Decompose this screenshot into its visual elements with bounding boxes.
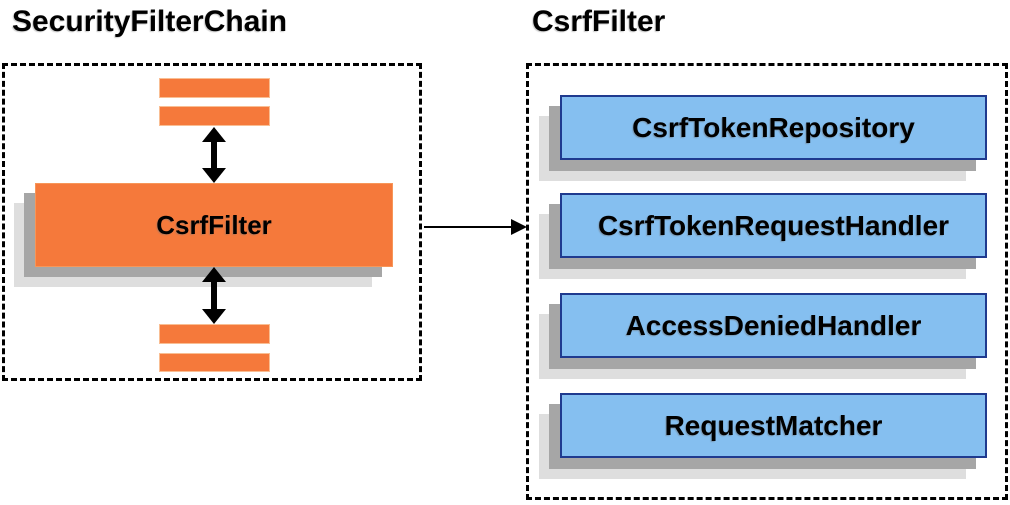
flow-arrow-icon [424, 219, 527, 236]
bidirectional-arrow-icon [202, 267, 226, 324]
arrow-head [202, 309, 226, 324]
component-box-access-denied-handler: AccessDeniedHandler [560, 293, 987, 358]
arrow-head [202, 168, 226, 183]
component-box-request-matcher: RequestMatcher [560, 393, 987, 458]
filter-placeholder-bar [159, 106, 270, 126]
arrow-shaft [211, 279, 217, 312]
csrf-filter-box-label: CsrfFilter [156, 209, 272, 240]
csrf-filter-container [526, 63, 1008, 500]
filter-placeholder-bar [159, 324, 270, 344]
component-label: AccessDeniedHandler [625, 309, 922, 341]
csrf-filter-title: CsrfFilter [532, 5, 666, 38]
component-label: CsrfTokenRepository [632, 111, 915, 143]
component-box-csrf-token-repository: CsrfTokenRepository [560, 95, 987, 160]
security-filter-chain-title: SecurityFilterChain [12, 5, 288, 38]
bidirectional-arrow-icon [202, 127, 226, 183]
filter-placeholder-bar [159, 78, 270, 98]
security-filter-chain-container [2, 63, 422, 381]
arrow-shaft [211, 139, 217, 171]
component-box-csrf-token-request-handler: CsrfTokenRequestHandler [560, 193, 987, 258]
csrf-filter-box: CsrfFilter [35, 183, 393, 267]
arrow-shaft [424, 226, 514, 228]
arrow-head [202, 267, 226, 282]
filter-placeholder-bar [159, 353, 270, 372]
component-label: CsrfTokenRequestHandler [597, 209, 950, 241]
component-label: RequestMatcher [664, 409, 883, 441]
arrow-head [511, 219, 527, 235]
arrow-head [202, 127, 226, 142]
